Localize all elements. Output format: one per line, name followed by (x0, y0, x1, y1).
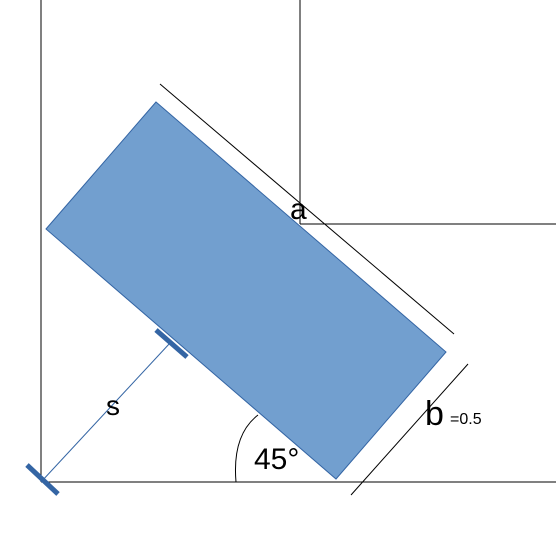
angle-arc (234, 414, 259, 483)
rotated-block (45, 101, 447, 480)
distance-s-line (40, 342, 171, 483)
side-b-label: b (425, 395, 444, 433)
angle-label: 45° (254, 443, 299, 476)
b-value-label: =0.5 (450, 411, 482, 428)
distance-marker-top (154, 328, 189, 359)
dimension-line-a (159, 83, 455, 335)
dimension-line-b (350, 363, 469, 496)
side-a-label: a (290, 193, 307, 226)
distance-s-label: s (106, 390, 120, 421)
distance-marker-bottom (25, 463, 60, 496)
